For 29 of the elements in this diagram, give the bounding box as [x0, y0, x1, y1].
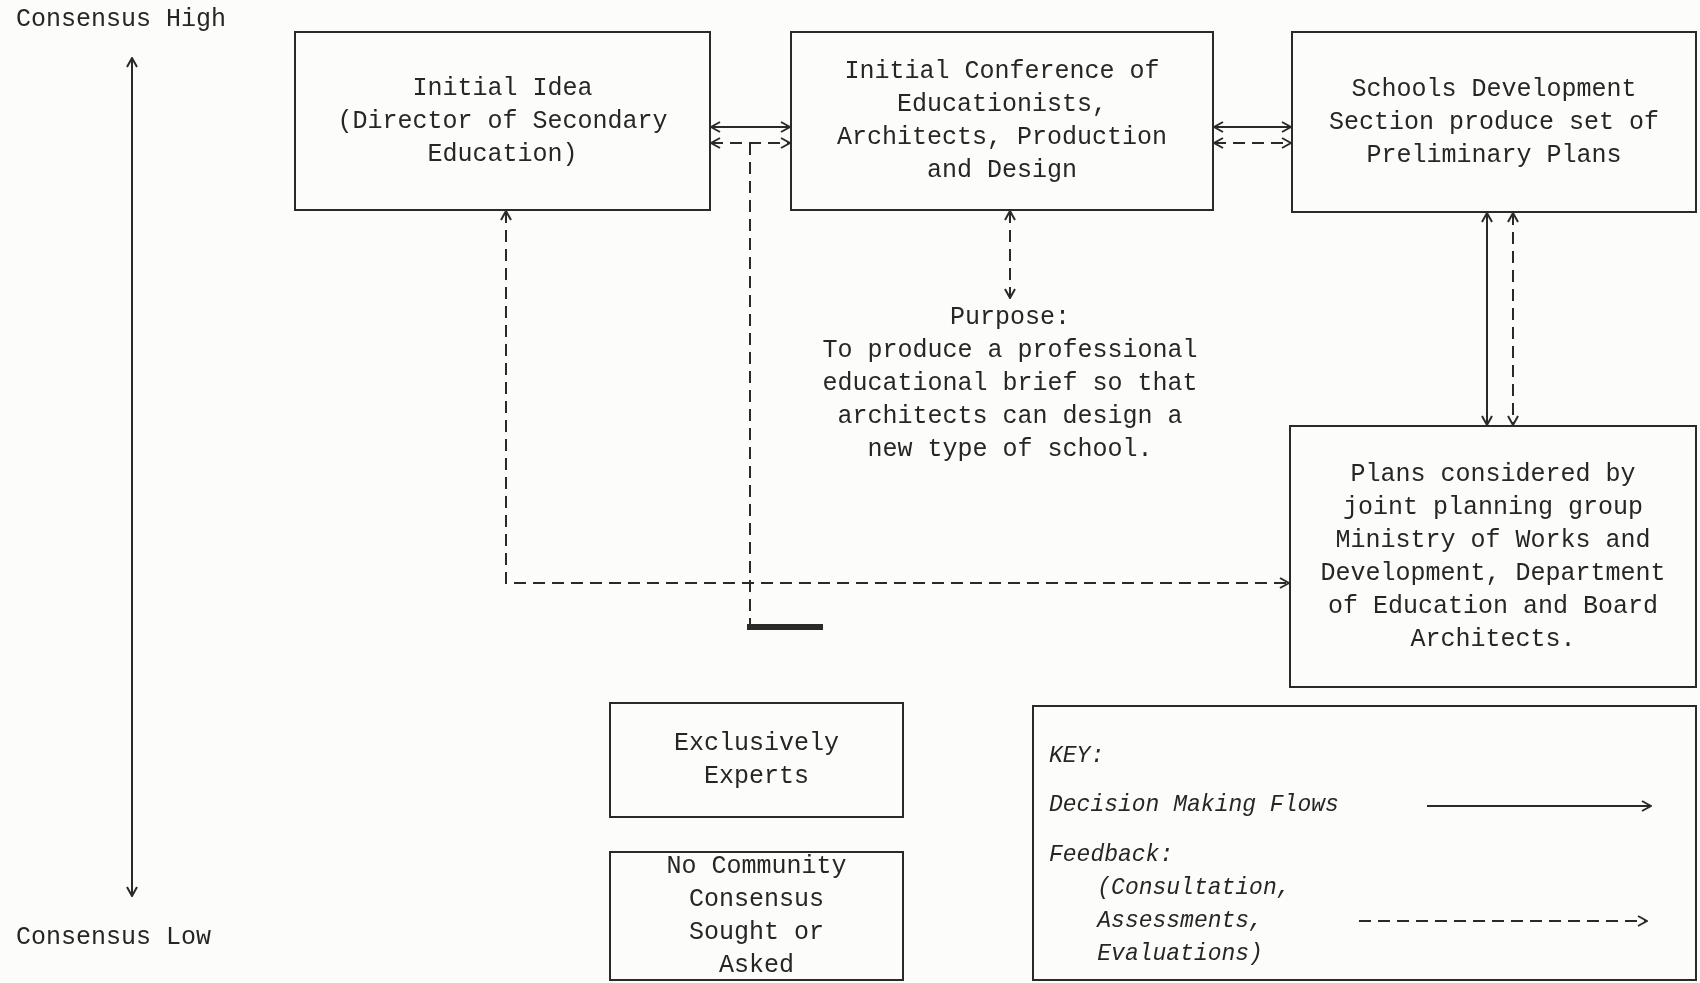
dashed-arrow	[1507, 212, 1519, 426]
arrow	[1481, 212, 1493, 426]
box-heading: Plans considered by joint planning group Ministry of Works and Development, Department of Education and Board Architects.	[1319, 458, 1667, 656]
box-heading: No Community Consensus Sought or Asked	[665, 851, 848, 982]
end-bar	[747, 624, 823, 630]
legend-text: Feedback: (Consultation, Assessments, Evaluations)	[1049, 841, 1292, 969]
box-heading: Exclusively Experts	[672, 728, 840, 793]
box-heading: Schools Development Section produce set of Preliminary Plans	[1328, 73, 1659, 172]
purpose-text: To produce a professional educational brief so that architects can design a new type of school.	[821, 334, 1199, 466]
process-box	[294, 31, 711, 211]
box-heading: Initial Conference of Educationists, Architects, Production and Design	[836, 56, 1167, 187]
key-heading: KEY:	[1049, 742, 1105, 771]
box-text: (Director of Secondary Education)	[336, 105, 669, 171]
arrow	[1213, 121, 1292, 133]
box-heading: Initial Idea	[412, 72, 593, 105]
arrow	[710, 121, 791, 133]
process-box	[1289, 425, 1697, 688]
process-box	[1291, 31, 1697, 213]
process-box	[609, 702, 904, 818]
dashed-arrow	[1213, 137, 1292, 149]
legend-text: Decision Making Flows	[1049, 791, 1339, 820]
axis-label: Consensus Low	[16, 922, 212, 954]
dashed-arrow	[1004, 210, 1016, 299]
purpose-heading: Purpose:	[950, 301, 1070, 334]
process-box	[609, 851, 904, 981]
process-box	[790, 31, 1214, 211]
dashed-arrow	[500, 210, 1290, 589]
dashed-arrow	[710, 137, 791, 149]
axis-label: Consensus High	[16, 4, 227, 36]
